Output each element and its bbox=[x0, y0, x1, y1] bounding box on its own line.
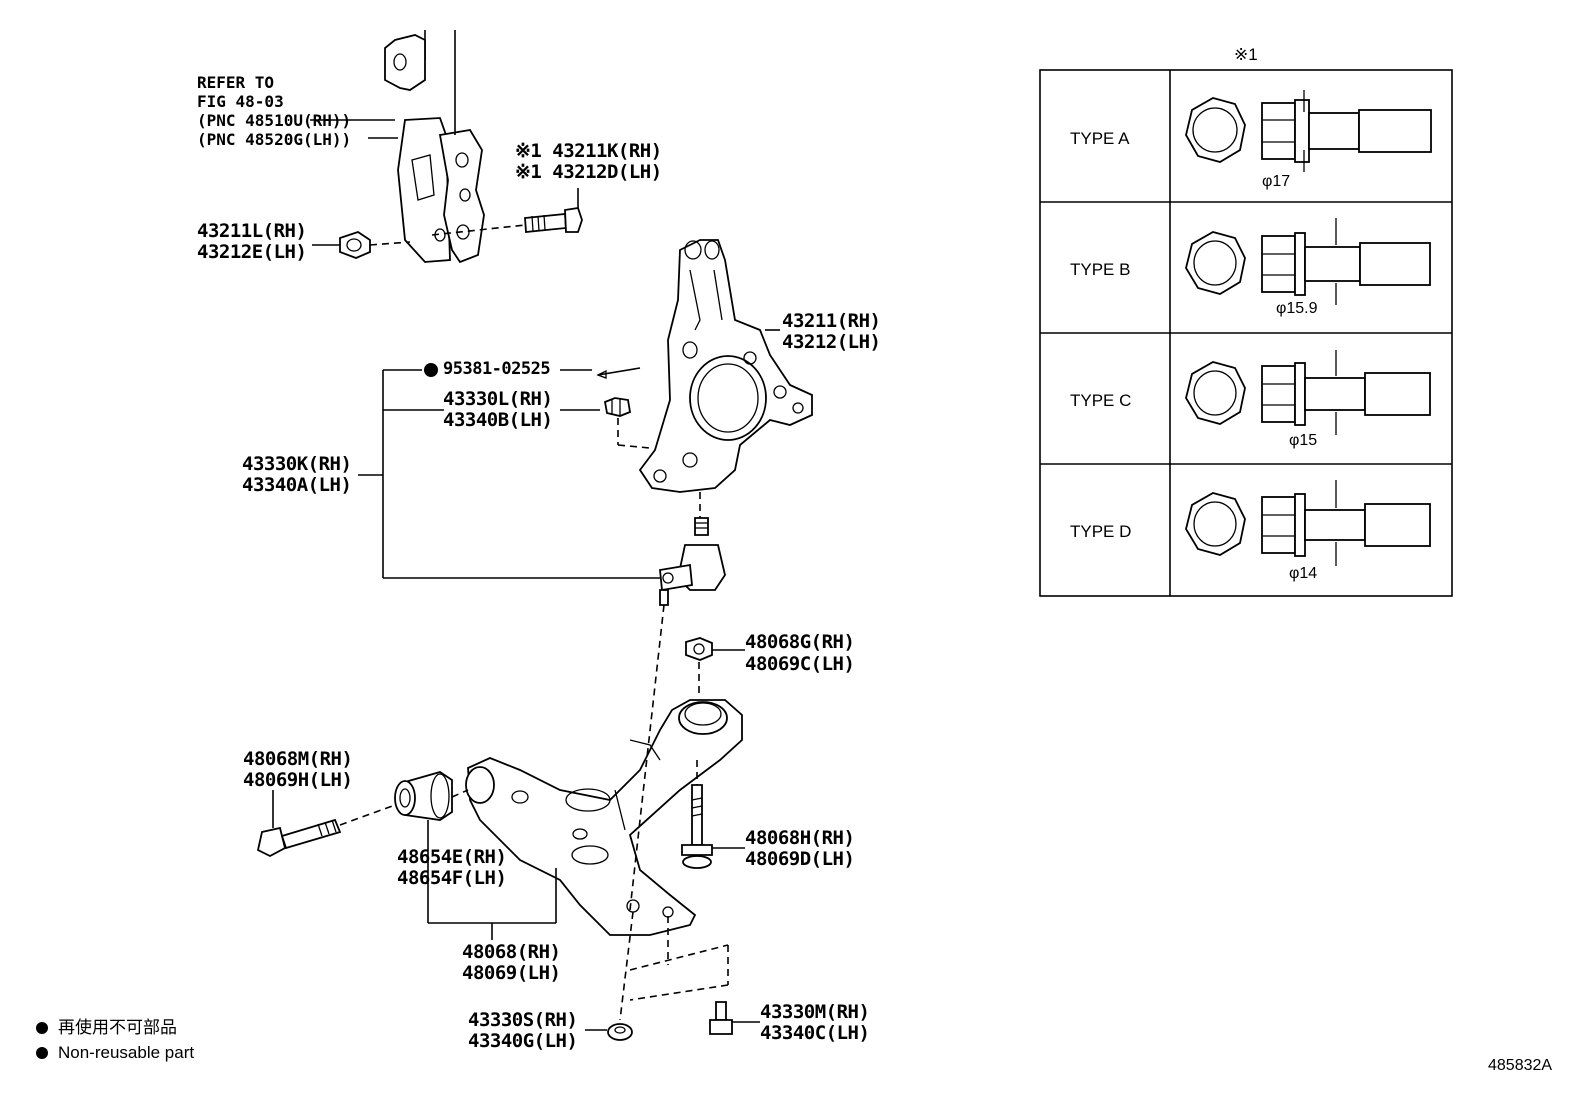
refer-line-2: FIG 48-03 bbox=[197, 92, 284, 111]
lower-control-arm bbox=[465, 699, 743, 936]
label-43211: 43211(RH) bbox=[782, 310, 881, 332]
legend-english: Non-reusable part bbox=[58, 1043, 195, 1062]
label-43211k: ※1 43211K(RH) bbox=[515, 140, 662, 162]
type-c-drawing bbox=[1185, 350, 1431, 435]
steering-knuckle bbox=[638, 239, 813, 493]
label-43212: 43212(LH) bbox=[782, 331, 881, 353]
label-48654f: 48654F(LH) bbox=[397, 867, 507, 889]
refer-line-4: (PNC 48520G(LH)) bbox=[197, 130, 352, 149]
bolt-type-table bbox=[1039, 69, 1453, 597]
bushing bbox=[394, 771, 453, 821]
type-d-diameter: φ14 bbox=[1289, 565, 1318, 582]
label-48069c: 48069C(LH) bbox=[745, 653, 855, 675]
label-43211l: 43211L(RH) bbox=[197, 220, 307, 242]
type-a-drawing bbox=[1185, 90, 1432, 172]
label-95381: 95381-02525 bbox=[443, 359, 551, 379]
nut-43211l bbox=[339, 231, 371, 259]
ball-joint bbox=[659, 517, 726, 606]
type-c-label: TYPE C bbox=[1070, 391, 1132, 410]
bolt-48068m bbox=[256, 818, 342, 858]
table-header-note: ※1 bbox=[1234, 45, 1258, 64]
label-43330s: 43330S(RH) bbox=[468, 1009, 578, 1031]
legend-bullet-icon bbox=[36, 1022, 48, 1034]
nut-48068g bbox=[685, 637, 713, 661]
label-43340b: 43340B(LH) bbox=[443, 409, 553, 431]
label-48068g: 48068G(RH) bbox=[745, 631, 855, 653]
label-48069h: 48069H(LH) bbox=[243, 769, 353, 791]
camber-bolt bbox=[524, 206, 583, 233]
label-43330m: 43330M(RH) bbox=[760, 1001, 870, 1023]
nut-43330s bbox=[607, 1023, 633, 1041]
label-43330k: 43330K(RH) bbox=[242, 453, 352, 475]
label-43340g: 43340G(LH) bbox=[468, 1030, 578, 1052]
type-b-label: TYPE B bbox=[1070, 260, 1131, 279]
label-43340c: 43340C(LH) bbox=[760, 1022, 870, 1044]
label-48069: 48069(LH) bbox=[462, 962, 561, 984]
type-c-diameter: φ15 bbox=[1289, 432, 1318, 449]
legend-japanese: 再使用不可部品 bbox=[58, 1018, 177, 1037]
label-43330l: 43330L(RH) bbox=[443, 388, 553, 410]
label-43340a: 43340A(LH) bbox=[242, 474, 352, 496]
bolt-48068h bbox=[681, 784, 713, 869]
label-48068m: 48068M(RH) bbox=[243, 748, 353, 770]
type-b-drawing bbox=[1185, 218, 1431, 305]
type-b-diameter: φ15.9 bbox=[1276, 300, 1318, 317]
type-a-label: TYPE A bbox=[1070, 129, 1130, 148]
type-d-label: TYPE D bbox=[1070, 522, 1132, 541]
label-48069d: 48069D(LH) bbox=[745, 848, 855, 870]
bolt-43330m bbox=[709, 1001, 733, 1035]
strut-bracket bbox=[384, 30, 485, 264]
label-48068: 48068(RH) bbox=[462, 941, 561, 963]
type-d-drawing bbox=[1185, 480, 1431, 566]
non-reusable-bullet-icon bbox=[424, 363, 438, 377]
label-43212d: ※1 43212D(LH) bbox=[515, 161, 662, 183]
refer-line-3: (PNC 48510U(RH)) bbox=[197, 111, 352, 130]
legend-bullet-icon bbox=[36, 1047, 48, 1059]
castle-nut bbox=[603, 397, 632, 417]
label-48654e: 48654E(RH) bbox=[397, 846, 507, 868]
label-48068h: 48068H(RH) bbox=[745, 827, 855, 849]
figure-number: 485832A bbox=[1488, 1057, 1553, 1074]
refer-line-1: REFER TO bbox=[197, 73, 275, 92]
label-43212e: 43212E(LH) bbox=[197, 241, 307, 263]
type-a-diameter: φ17 bbox=[1262, 173, 1291, 190]
